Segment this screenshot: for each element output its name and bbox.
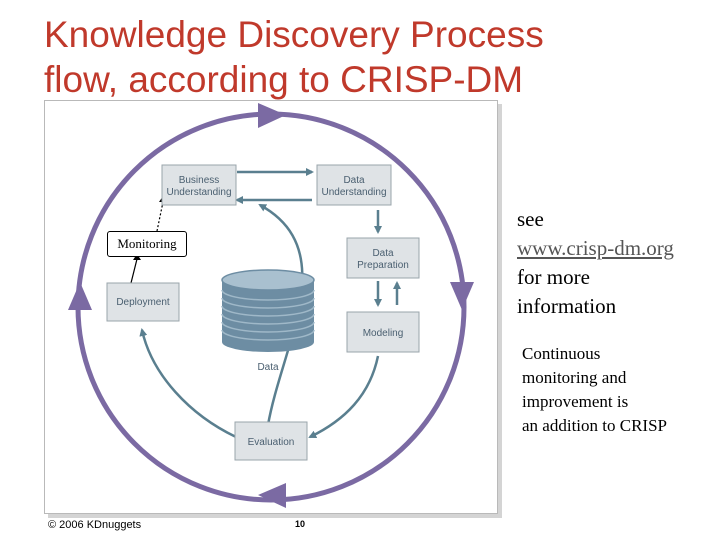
outer-cycle-arrowhead-right: [450, 282, 474, 310]
data-understanding-line-2: Understanding: [321, 187, 386, 198]
data-preparation-line-1: Data: [372, 248, 394, 259]
title-line-2: flow, according to CRISP-DM: [44, 59, 524, 100]
page-number: 10: [295, 519, 306, 529]
deployment-to-monitoring-arrow: [130, 258, 138, 284]
arrow-evaluation-to-deployment: [139, 328, 237, 439]
phase-box-data-understanding: Data Understanding: [316, 164, 392, 206]
phase-box-data-preparation: Data Preparation: [346, 237, 420, 279]
outer-cycle-arrowhead-top: [258, 103, 286, 128]
phase-box-business-understanding: Business Understanding: [161, 164, 237, 206]
phase-box-evaluation: Evaluation: [234, 421, 308, 461]
see-text: see: [517, 207, 544, 231]
data-label: Data: [257, 362, 279, 373]
continuous-line-3: improvement is: [522, 392, 629, 411]
modeling-label: Modeling: [363, 328, 404, 339]
business-understanding-line-1: Business: [179, 175, 220, 186]
see-more-note: see www.crisp-dm.org for more informatio…: [517, 205, 674, 321]
phase-box-deployment: Deployment: [106, 282, 180, 322]
continuous-line-4: an addition to CRISP: [522, 416, 667, 435]
data-understanding-line-1: Data: [343, 175, 365, 186]
monitoring-callout: Monitoring: [107, 231, 187, 257]
monitoring-to-business-dotted-arrow: [156, 201, 164, 232]
title-line-1: Knowledge Discovery Process: [44, 14, 544, 55]
continuous-line-2: monitoring and: [522, 368, 627, 387]
business-understanding-line-2: Understanding: [166, 187, 231, 198]
information-text: information: [517, 294, 617, 318]
copyright-text: © 2006 KDnuggets: [48, 519, 142, 531]
deployment-label: Deployment: [116, 297, 170, 308]
slide-title: Knowledge Discovery Process flow, accord…: [44, 12, 644, 102]
for-more-text: for more: [517, 265, 590, 289]
arrow-modeling-to-evaluation: [308, 355, 380, 439]
data-preparation-line-2: Preparation: [357, 260, 409, 271]
continuous-line-1: Continuous: [522, 344, 601, 363]
crisp-dm-link[interactable]: www.crisp-dm.org: [517, 236, 674, 260]
outer-cycle-arrowhead-left: [68, 282, 92, 310]
phase-box-modeling: Modeling: [346, 311, 420, 353]
evaluation-label: Evaluation: [248, 437, 295, 448]
monitoring-arrowhead-from-deployment: [133, 254, 141, 260]
outer-cycle-arrowhead-bottom: [258, 483, 286, 508]
continuous-monitoring-note: Continuous monitoring and improvement is…: [522, 342, 667, 438]
data-cylinder-icon: [221, 269, 315, 352]
